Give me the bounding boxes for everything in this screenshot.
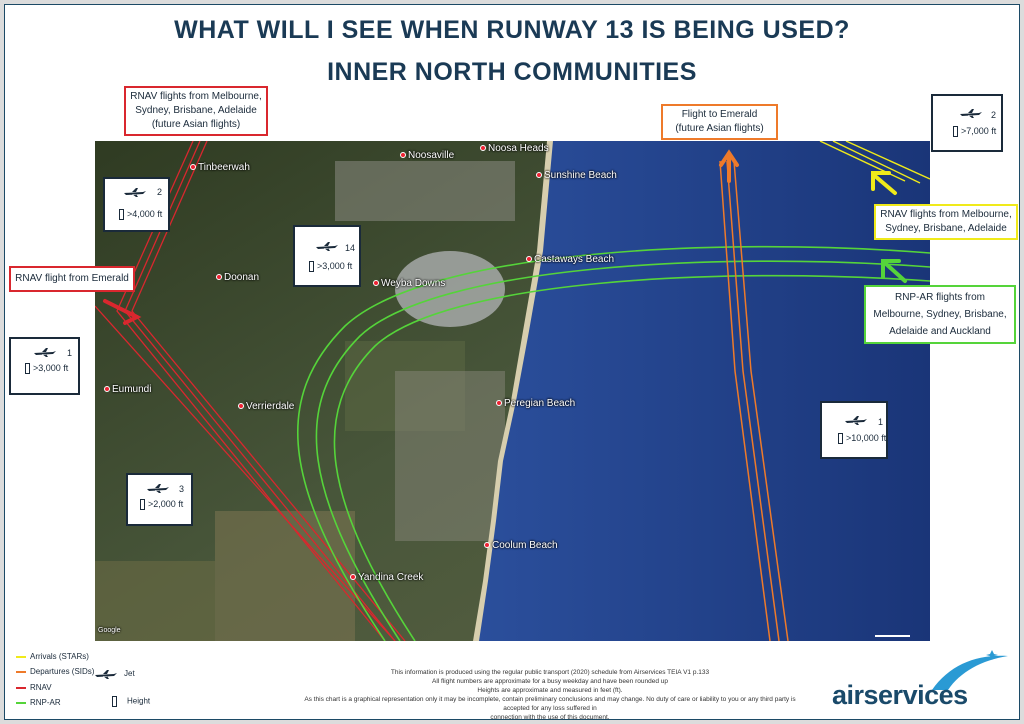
height-label: >3,000 ft [309,261,352,273]
departure-corridor [719,160,789,641]
legend-rnav: RNAV [16,683,52,692]
farmland-patch [215,511,355,641]
height-icon [112,696,117,707]
legend-departures: Departures (SIDs) [16,667,94,676]
beach-strip [473,141,553,641]
infobox-red-2: 2 >4,000 ft [103,177,170,232]
place-peregian-beach: Peregian Beach [496,398,575,409]
jet-icon [123,187,147,199]
callout-flight-to-emerald: Flight to Emerald (future Asian flights) [661,104,778,140]
infobox-orange-1: 1 >10,000 ft [820,401,888,459]
infobox-red-3: 3 >2,000 ft [126,473,193,526]
jet-icon [146,483,170,495]
jet-icon [959,108,983,120]
flight-count: 2 [991,110,997,120]
legend-rnp-ar: RNP-AR [16,698,61,707]
height-label: >4,000 ft [119,209,162,221]
legend-height: Height [112,696,150,707]
orange-arrow-icon [16,670,26,673]
legend-arrivals: Arrivals (STARs) [16,652,89,661]
callout-rnav-from-emerald: RNAV flight from Emerald [9,266,135,292]
height-icon [140,499,145,511]
infobox-yellow-2: 2 >7,000 ft [931,94,1003,152]
callout-rnav-melbourne-east: RNAV flights from Melbourne, Sydney, Bri… [874,204,1018,240]
height-icon [119,209,124,221]
airservices-swoosh-logo [932,650,1008,690]
flight-count: 1 [67,348,73,358]
place-weyba-downs: Weyba Downs [373,278,445,289]
place-verrierdale: Verrierdale [238,401,294,412]
satellite-map[interactable] [95,141,930,641]
map-attribution: Google [98,627,121,634]
flight-count: 14 [345,243,356,253]
callout-rnav-melbourne-west: RNAV flights from Melbourne, Sydney, Bri… [124,86,268,136]
jet-icon [94,669,124,679]
green-arrow-icon [16,701,26,704]
callout-rnp-ar: RNP-AR flights from Melbourne, Sydney, B… [864,285,1016,344]
map-canvas [95,141,930,641]
place-tinbeerwah: Tinbeerwah [190,162,250,173]
legend-jet: Jet [94,669,135,679]
place-coolum-beach: Coolum Beach [484,540,558,551]
place-noosaville: Noosaville [400,150,454,161]
red-arrow-icon [16,686,26,689]
jet-icon [315,241,339,253]
scale-bar [875,635,910,637]
farmland-patch [95,561,215,641]
jet-icon [844,415,868,427]
place-yandina-creek: Yandina Creek [350,572,423,583]
place-castaways-beach: Castaways Beach [526,254,614,265]
yellow-arrow-icon [16,655,26,658]
height-label: >7,000 ft [953,126,996,138]
height-icon [953,126,958,138]
lake-weyba [395,251,505,327]
jet-icon [33,347,57,359]
flight-count: 3 [179,484,185,494]
height-icon [838,433,843,445]
airservices-logo: airservices [832,680,968,710]
place-doonan: Doonan [216,272,259,283]
height-label: >2,000 ft [140,499,183,511]
urban-area [335,161,515,221]
height-icon [309,261,314,273]
height-label: >3,000 ft [25,363,68,375]
height-label: >10,000 ft [838,433,886,445]
height-icon [25,363,30,375]
place-noosa-heads: Noosa Heads [480,143,549,154]
infobox-green-14: 14 >3,000 ft [293,225,361,287]
flight-count: 1 [878,417,884,427]
direction-arrows [103,149,907,325]
page-title-line2: INNER NORTH COMMUNITIES [327,58,697,86]
place-sunshine-beach: Sunshine Beach [536,170,617,181]
page-title-line1: WHAT WILL I SEE WHEN RUNWAY 13 IS BEING … [174,16,850,44]
disclaimer: This information is produced using the r… [304,669,796,721]
infobox-red-1: 1 >3,000 ft [9,337,80,395]
arrival-corridor [819,141,930,184]
coral-sea [475,141,930,641]
place-eumundi: Eumundi [104,384,151,395]
urban-area [395,371,505,541]
flight-count: 2 [157,187,163,197]
